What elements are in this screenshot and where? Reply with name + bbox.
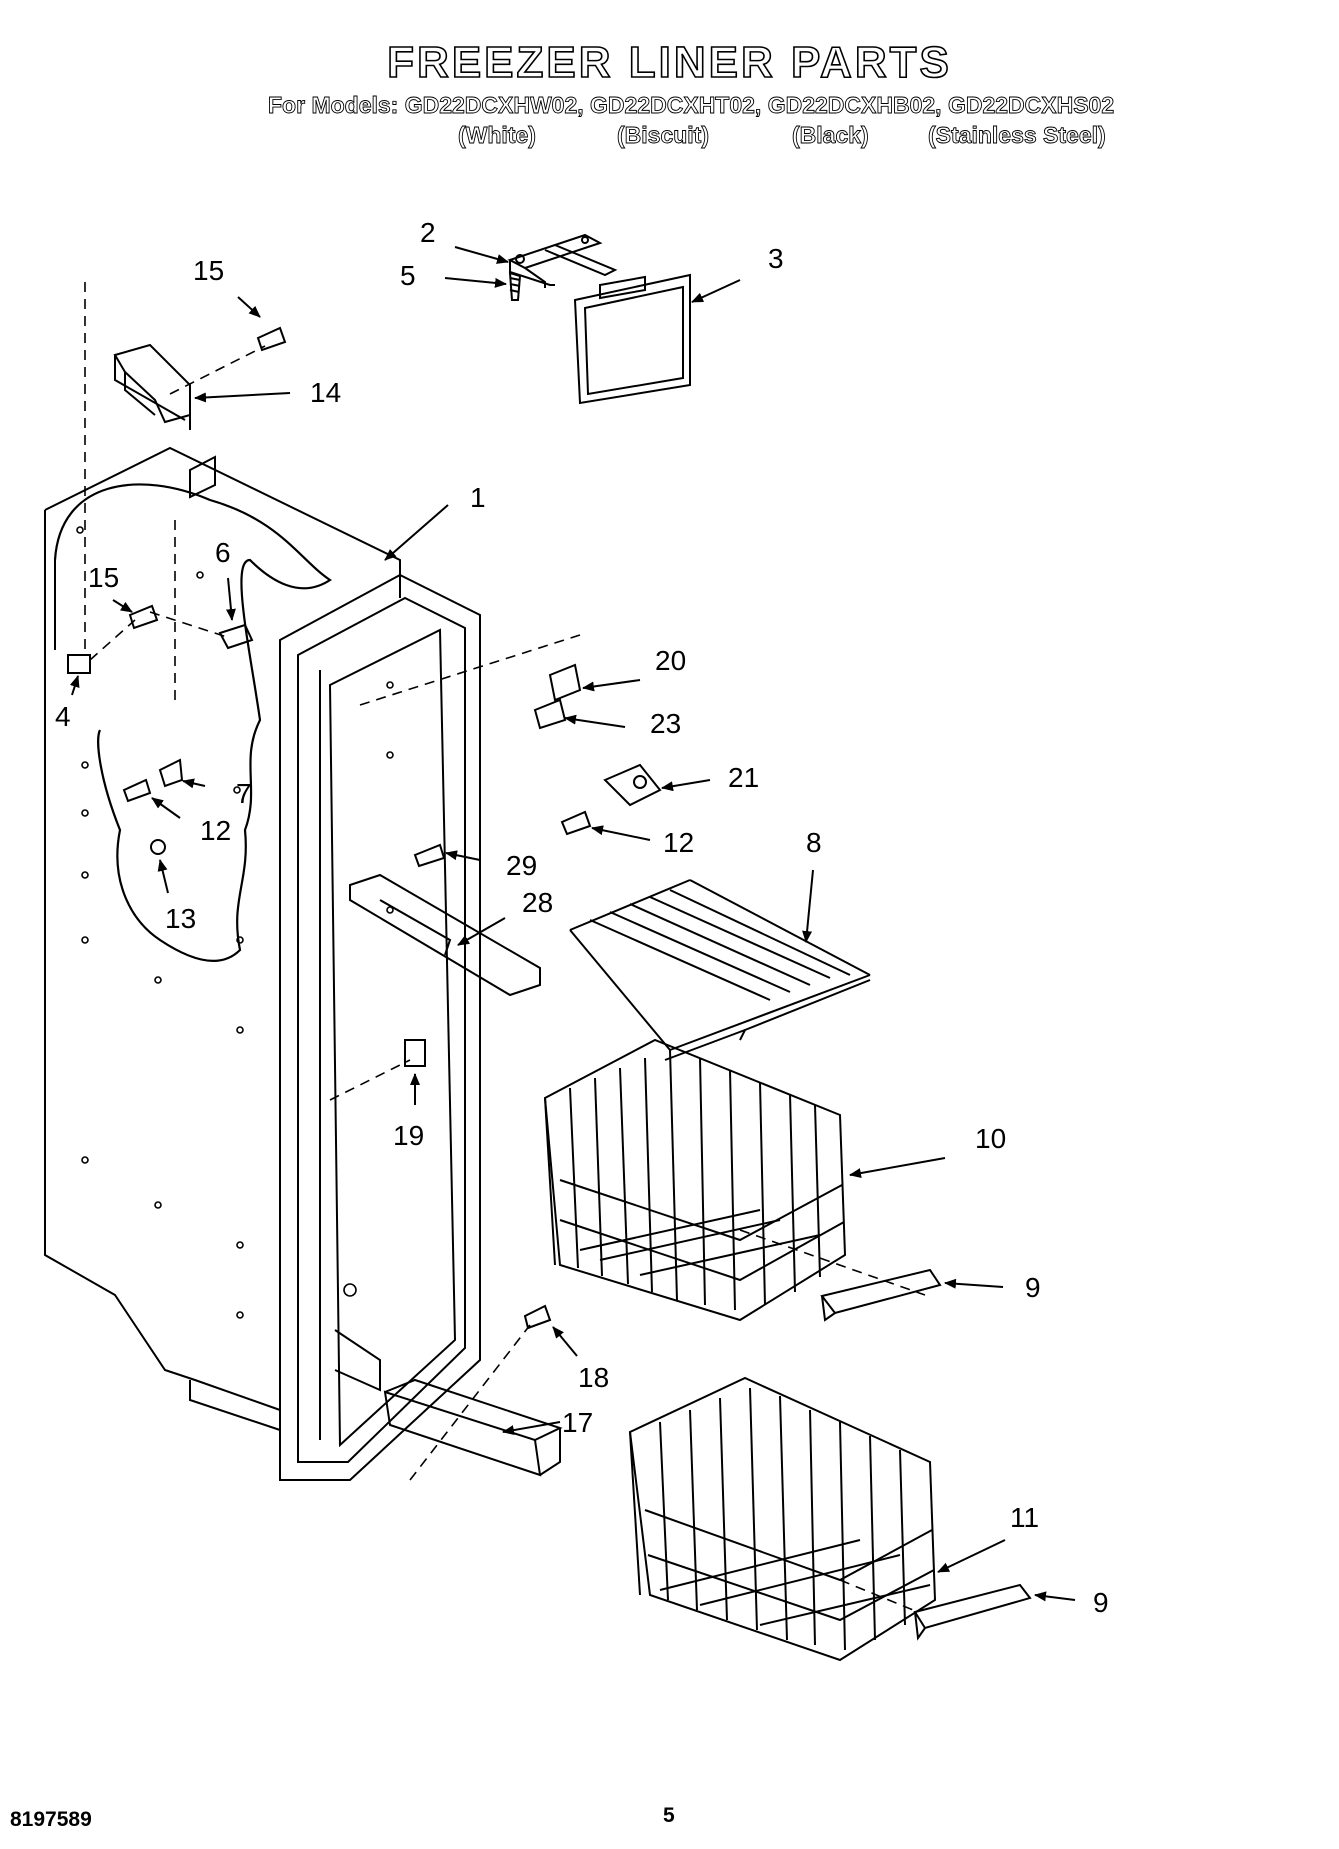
callout-18: 18: [578, 1362, 609, 1393]
basket-rail-part-9-lower: [913, 1583, 1032, 1641]
color-stainless-steel: (Stainless Steel): [928, 122, 1107, 149]
callout-10: 10: [975, 1123, 1006, 1154]
basket-part-10: [543, 1038, 847, 1322]
color-biscuit: (Biscuit): [617, 122, 710, 149]
shelf-bracket-part-28: [349, 873, 541, 997]
screw-part-18: [523, 1304, 552, 1330]
screw-part-12-left: [122, 778, 152, 803]
color-white: (White): [458, 122, 537, 149]
callout-2: 2: [420, 217, 436, 248]
light-shield-part-3: [573, 273, 691, 405]
document-number: 8197589: [10, 1808, 92, 1831]
bracket-part-4: [67, 654, 91, 674]
callout-28: 28: [522, 887, 553, 918]
screw-part-15-top: [256, 326, 287, 352]
callout-3: 3: [768, 243, 784, 274]
clip-part-7: [158, 758, 184, 788]
callout-8: 8: [806, 827, 822, 858]
callout-21: 21: [728, 762, 759, 793]
basket-rail-part-9-upper: [820, 1268, 942, 1322]
color-black: (Black): [792, 122, 870, 149]
callout-19: 19: [393, 1120, 424, 1151]
callout-4: 4: [55, 701, 71, 732]
bracket-part-14: [113, 343, 191, 430]
switch-part-19: [404, 1039, 426, 1067]
clip-part-6: [218, 623, 254, 650]
basket-part-11: [628, 1376, 937, 1662]
page-number: 5: [663, 1804, 675, 1827]
callout-29: 29: [506, 850, 537, 881]
freezer-liner: [44, 446, 481, 1481]
callout-labels: 2 3 5 15 14 1 6 15 4 7 12 13 20 23 21 12…: [55, 217, 1109, 1618]
callout-23: 23: [650, 708, 681, 739]
callout-15-mid: 15: [88, 562, 119, 593]
callout-11: 11: [1010, 1502, 1039, 1533]
callout-6: 6: [215, 537, 231, 568]
top-bracket-part-2: [507, 233, 618, 288]
light-socket-part-20: [548, 663, 582, 702]
callout-17: 17: [562, 1407, 593, 1438]
bulb-holder-part-21: [603, 763, 662, 807]
callout-20: 20: [655, 645, 686, 676]
callout-9-upper: 9: [1025, 1272, 1041, 1303]
screw-part-29: [413, 843, 446, 868]
screw-part-15-mid: [128, 604, 159, 630]
cover-part-17: [383, 1378, 563, 1477]
callout-1: 1: [470, 482, 486, 513]
callout-13: 13: [165, 903, 196, 934]
screw-part-5: [508, 271, 522, 301]
callout-12-right: 12: [663, 827, 694, 858]
page-title: FREEZER LINER PARTS: [386, 37, 952, 88]
callout-14: 14: [310, 377, 341, 408]
models-line: For Models: GD22DCXHW02, GD22DCXHT02, GD…: [268, 92, 1115, 119]
wire-shelf-part-8: [569, 879, 871, 1061]
callout-12-left: 12: [200, 815, 231, 846]
callout-15-top: 15: [193, 255, 224, 286]
callout-5: 5: [400, 260, 416, 291]
bulb-part-23: [533, 698, 567, 730]
screw-part-13: [150, 839, 166, 855]
screw-part-12-right: [560, 810, 592, 836]
callout-9-lower: 9: [1093, 1587, 1109, 1618]
callout-7: 7: [236, 778, 252, 809]
